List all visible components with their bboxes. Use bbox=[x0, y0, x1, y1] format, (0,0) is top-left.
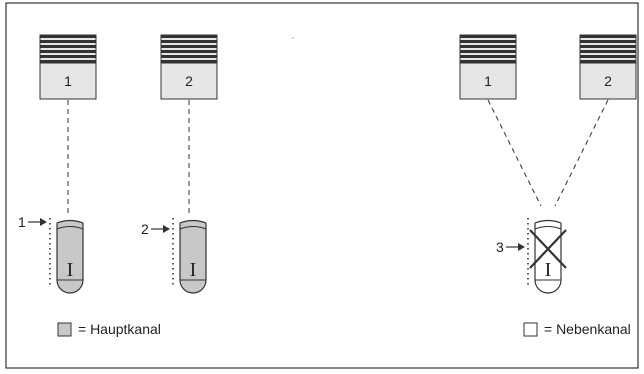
legend-secondary-swatch bbox=[523, 322, 538, 337]
probe-1: I bbox=[56, 219, 84, 294]
stray-dot bbox=[292, 37, 294, 39]
pointer-2-arrow bbox=[151, 225, 170, 233]
legend-secondary: = Nebenkanal bbox=[523, 321, 631, 337]
module-1-label: 1 bbox=[64, 73, 72, 89]
connector-3a bbox=[487, 99, 542, 207]
legend-main: = Hauptkanal bbox=[57, 321, 161, 337]
probe-2: I bbox=[179, 219, 207, 294]
probe-1-letter: I bbox=[67, 259, 74, 281]
probe-2-letter: I bbox=[190, 259, 197, 281]
probe-3-letter: I bbox=[545, 259, 552, 281]
module-2-label: 2 bbox=[185, 73, 193, 89]
legend-main-swatch bbox=[57, 322, 72, 337]
module-4: 2 bbox=[579, 34, 637, 100]
pointer-2-label: 2 bbox=[141, 221, 149, 237]
module-3: 1 bbox=[459, 34, 517, 100]
pointer-3-label: 3 bbox=[496, 239, 504, 255]
module-2: 2 bbox=[160, 34, 218, 100]
cross-out-icon bbox=[529, 229, 567, 269]
diagram-frame bbox=[5, 2, 639, 369]
probe-3: I bbox=[534, 219, 562, 294]
legend-secondary-label: = Nebenkanal bbox=[544, 321, 631, 337]
pointer-1-arrow bbox=[28, 218, 47, 226]
module-3-label: 1 bbox=[484, 73, 492, 89]
pointer-3-arrow bbox=[506, 243, 525, 251]
module-1: 1 bbox=[39, 34, 97, 100]
pointer-1-label: 1 bbox=[18, 214, 26, 230]
module-4-label: 2 bbox=[604, 73, 612, 89]
connector-3b bbox=[554, 99, 609, 207]
legend-main-label: = Hauptkanal bbox=[78, 321, 161, 337]
